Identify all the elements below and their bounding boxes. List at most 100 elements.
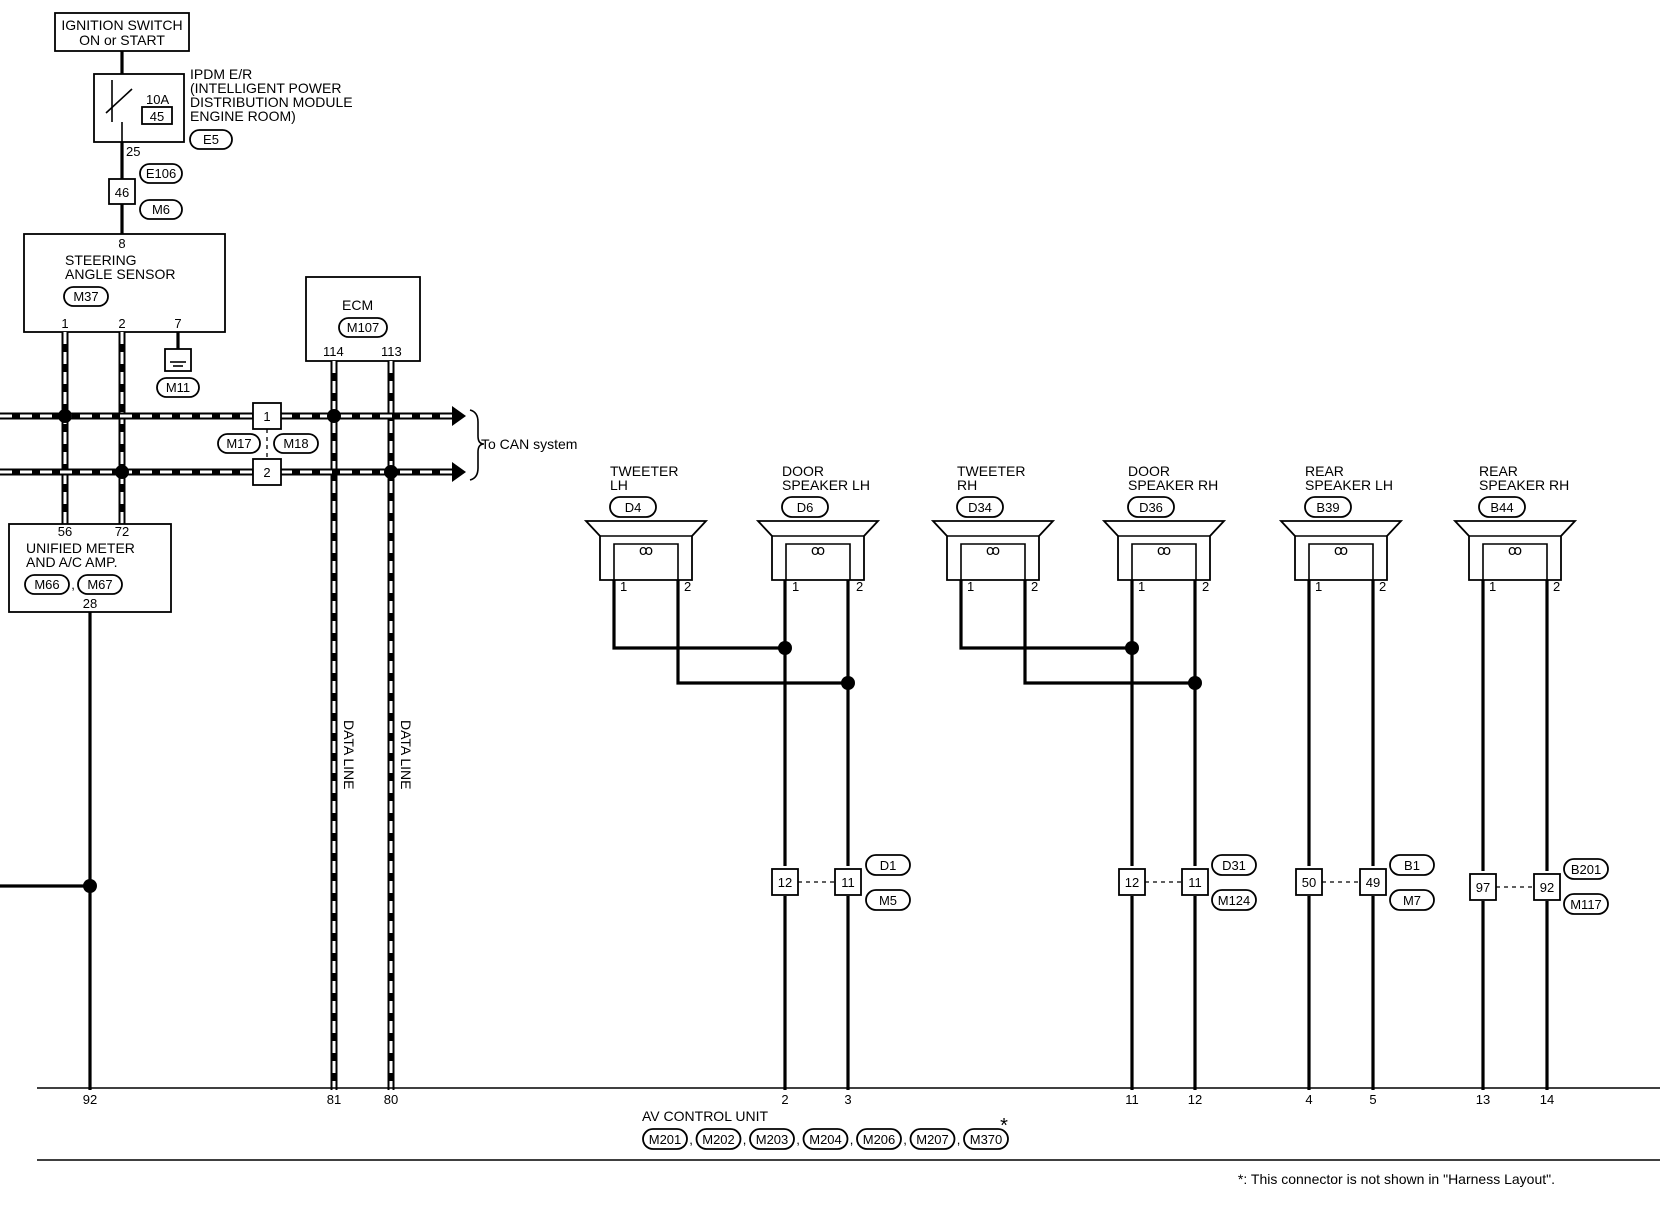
joint-pin-left: 50 xyxy=(1302,875,1316,890)
fuse-rating: 10A xyxy=(146,92,169,107)
can-joint-connector-right: M18 xyxy=(283,436,308,451)
inline-joint-46: 46 E106 M6 xyxy=(108,163,183,220)
av-unit-pin: 14 xyxy=(1540,1092,1554,1107)
av-unit-pin: 81 xyxy=(327,1092,341,1107)
joint-pin-left: 97 xyxy=(1476,880,1490,895)
can-joint: 1 2 M17 M18 xyxy=(217,402,319,486)
av-unit-pin: 3 xyxy=(844,1092,851,1107)
speaker-connector-pill xyxy=(781,496,829,518)
sas-line1: STEERING xyxy=(65,252,137,268)
av-connector-pill xyxy=(695,1128,742,1150)
sas-connector: M37 xyxy=(73,289,98,304)
speaker-connector: D6 xyxy=(797,500,814,515)
can-bus-lines: To CAN system xyxy=(0,406,577,482)
av-connector-m206: M206 xyxy=(863,1132,896,1147)
speaker-coil-icon: ꝏ xyxy=(1334,542,1348,558)
speaker-label-line2: SPEAKER RH xyxy=(1128,477,1218,493)
av-connector-m203: M203 xyxy=(756,1132,789,1147)
av-connector-separator: , xyxy=(850,1132,854,1147)
speaker-label-line1: DOOR xyxy=(782,463,824,479)
speaker-pin1: 1 xyxy=(967,579,974,594)
speaker-connector: D4 xyxy=(625,500,642,515)
av-connector-pill xyxy=(963,1128,1009,1150)
meter-connector-separator: , xyxy=(71,577,75,592)
speaker-coil-icon: ꝏ xyxy=(1508,542,1522,558)
av-connector-separator: , xyxy=(796,1132,800,1147)
joint-pin-right: 92 xyxy=(1540,880,1554,895)
joint-pin-right: 11 xyxy=(841,875,855,890)
data-line-label-1: DATA LINE xyxy=(341,720,357,790)
joint-pin-left: 12 xyxy=(778,875,792,890)
av-connector-separator: , xyxy=(957,1132,961,1147)
can-arrow-2 xyxy=(452,462,466,482)
speaker-pin2: 2 xyxy=(1379,579,1386,594)
meter-line1: UNIFIED METER xyxy=(26,540,135,556)
speaker-coil-icon: ꝏ xyxy=(986,542,1000,558)
joint-connector-top: D31 xyxy=(1222,858,1246,873)
av-unit-pin: 5 xyxy=(1369,1092,1376,1107)
speaker-coil-frame xyxy=(960,543,1026,580)
steering-angle-sensor: 8 STEERING ANGLE SENSOR M37 1 2 7 xyxy=(23,233,226,333)
ipdm-connector: E5 xyxy=(203,132,219,147)
ignition-switch: IGNITION SWITCH ON or START xyxy=(54,12,190,52)
ecm-pin-b: 113 xyxy=(381,344,402,359)
speaker-label-line2: LH xyxy=(610,477,628,493)
speaker-coil-frame xyxy=(613,543,679,580)
av-connector-m201: M201 xyxy=(649,1132,682,1147)
speaker-wiring xyxy=(612,580,1549,1090)
speaker-connector: B39 xyxy=(1316,500,1339,515)
av-unit-pin: 13 xyxy=(1476,1092,1490,1107)
av-connector-separator: , xyxy=(689,1132,693,1147)
ipdm-pin: 25 xyxy=(126,144,140,159)
av-unit-pin: 2 xyxy=(781,1092,788,1107)
av-connector-separator: , xyxy=(903,1132,907,1147)
can-joint-connector-left: M17 xyxy=(226,436,251,451)
ignition-switch-line1: IGNITION SWITCH xyxy=(61,17,182,33)
av-connector-pill xyxy=(909,1128,956,1150)
av-connector-pill xyxy=(749,1128,795,1150)
ecm: ECM M107 114 113 xyxy=(305,276,421,362)
ipdm-line3: DISTRIBUTION MODULE xyxy=(190,94,353,110)
joint-connector-bottom: M117 xyxy=(1570,897,1602,912)
speaker-pin2: 2 xyxy=(856,579,863,594)
av-connector-separator: , xyxy=(743,1132,747,1147)
ignition-switch-line2: ON or START xyxy=(79,32,165,48)
can-joint-pin1: 1 xyxy=(263,409,270,424)
joint-pin-left: 12 xyxy=(1125,875,1139,890)
joint-46-connector-bottom: M6 xyxy=(152,202,170,217)
speaker-pin1: 1 xyxy=(792,579,799,594)
joint-connector-bottom: M124 xyxy=(1218,893,1251,908)
speaker-connector-pill xyxy=(1478,496,1526,518)
speaker-label-line2: RH xyxy=(957,477,977,493)
joint-46-connector-top: E106 xyxy=(146,166,176,181)
can-junctions xyxy=(58,409,398,479)
meter-pin-out: 28 xyxy=(83,596,97,611)
data-line-label-2: DATA LINE xyxy=(398,720,414,790)
sas-line2: ANGLE SENSOR xyxy=(65,266,175,282)
joint-connector-top: B1 xyxy=(1404,858,1420,873)
meter-line2: AND A/C AMP. xyxy=(26,554,118,570)
av-unit-connectors: M201,M202,M203,M204,M206,M207,M370* xyxy=(642,1115,1009,1150)
joint-connector-top: D1 xyxy=(880,858,897,873)
speaker-label-line1: DOOR xyxy=(1128,463,1170,479)
joint-connector-bottom: M7 xyxy=(1403,893,1421,908)
speaker-pin2: 2 xyxy=(684,579,691,594)
sas-pin7: 7 xyxy=(174,316,181,331)
fuse-number: 45 xyxy=(150,109,164,124)
ipdm-er: 10A 45 IPDM E/R (INTELLIGENT POWER DISTR… xyxy=(93,66,353,159)
speaker-pin1: 1 xyxy=(1138,579,1145,594)
speaker-label-line2: SPEAKER RH xyxy=(1479,477,1569,493)
speaker-coil-frame xyxy=(1131,543,1197,580)
speaker-coil-icon: ꝏ xyxy=(1157,542,1171,558)
speaker-connector: D34 xyxy=(968,500,992,515)
